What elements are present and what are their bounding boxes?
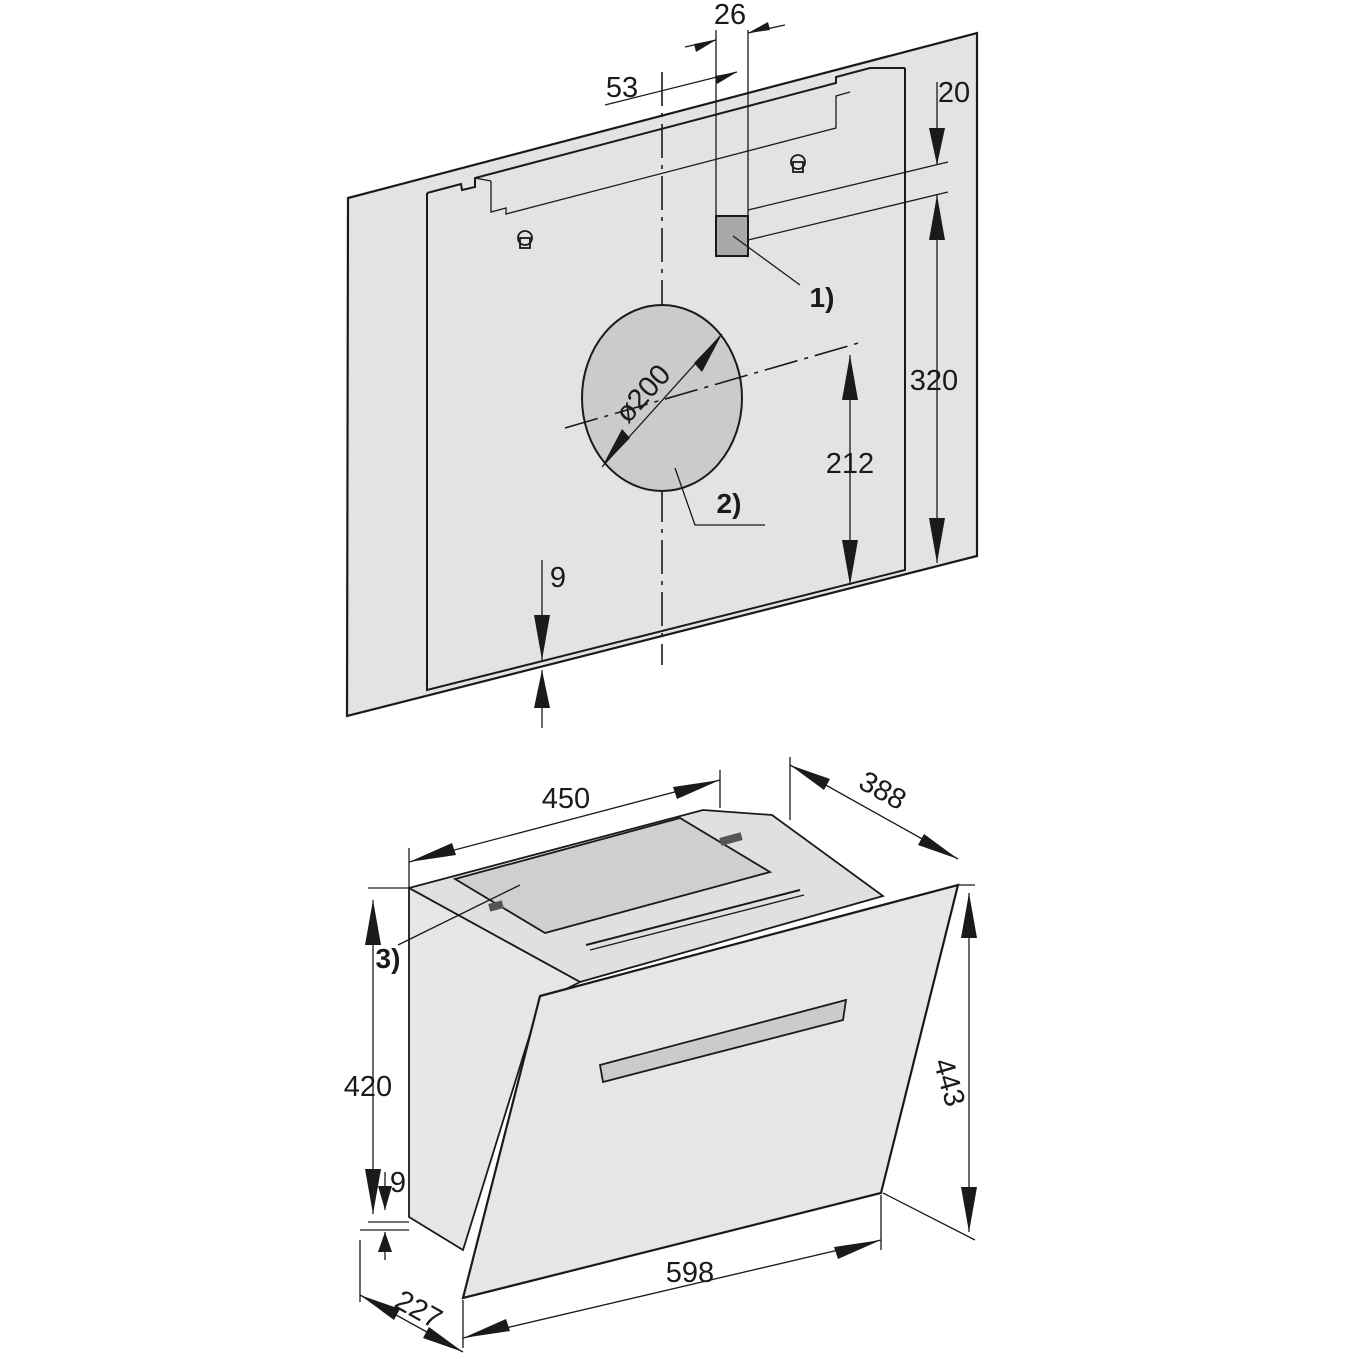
- dim-bottom-margin: 9: [550, 562, 566, 594]
- hood-front-panel: [461, 883, 960, 1300]
- callout-electrical-connection: 1): [810, 282, 835, 313]
- filter-clip: [488, 900, 504, 912]
- dim-front-height: 443: [927, 1055, 971, 1110]
- hood-unit: 450 388 420 443 9 598: [344, 757, 977, 1353]
- dim-body-height: 420: [344, 1071, 392, 1103]
- dim-depth: 388: [853, 765, 911, 816]
- dim-bottom-depth: 227: [389, 1284, 447, 1335]
- callout-duct-opening: 2): [717, 488, 742, 519]
- callout-grease-filter: 3): [376, 943, 401, 974]
- top-vent: [719, 832, 743, 846]
- mounting-outline: [426, 68, 906, 692]
- hood-handle[interactable]: [598, 998, 848, 1084]
- dim-top-margin: 20: [938, 77, 970, 109]
- hood-side: [408, 886, 582, 1252]
- dim-outlet-height: 320: [910, 365, 958, 397]
- wall-template: 26 53 20 320 212 9 ø200 1): [345, 0, 979, 728]
- dim-duct-center-height: 212: [826, 448, 874, 480]
- dim-bottom-gap: 9: [390, 1167, 406, 1199]
- dim-center-offset: 53: [606, 72, 638, 104]
- dim-top-width: 450: [542, 783, 590, 815]
- dim-top-offset: 26: [714, 0, 746, 31]
- electrical-box: [715, 215, 749, 257]
- keyhole-left-icon: [517, 230, 533, 249]
- dim-front-width: 598: [666, 1257, 714, 1289]
- keyhole-right-icon: [790, 154, 806, 173]
- grease-filter: [452, 817, 773, 934]
